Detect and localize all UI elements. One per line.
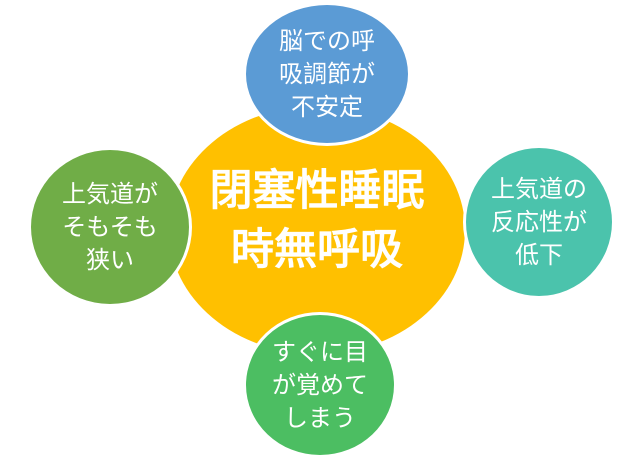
center-label-line-2: 時無呼吸: [231, 225, 403, 275]
left-label-line-3: 狭い: [86, 245, 134, 274]
left-label-line-1: 上気道が: [62, 179, 158, 208]
bottom-label-line-2: が覚めて: [272, 370, 368, 399]
top-label-line-1: 脳での呼: [279, 26, 375, 55]
satellite-circle-airway-responsiveness: 上気道の 反応性が 低下: [463, 145, 615, 299]
top-label-line-2: 吸調節が: [279, 59, 375, 88]
satellite-circle-easy-awakening: すぐに目 が覚めて しまう: [243, 312, 397, 458]
top-label-line-3: 不安定: [291, 92, 363, 121]
right-label-line-1: 上気道の: [491, 174, 587, 203]
satellite-circle-narrow-airway: 上気道が そもそも 狭い: [28, 147, 192, 307]
satellite-circle-brain-regulation: 脳での呼 吸調節が 不安定: [243, 2, 411, 146]
right-label-line-3: 低下: [515, 240, 563, 269]
bottom-label-line-1: すぐに目: [272, 337, 368, 366]
right-label-line-2: 反応性が: [491, 207, 587, 236]
bottom-label-line-3: しまう: [284, 403, 356, 432]
left-label-line-2: そもそも: [62, 212, 158, 241]
center-label-line-1: 閉塞性睡眠: [209, 166, 425, 216]
